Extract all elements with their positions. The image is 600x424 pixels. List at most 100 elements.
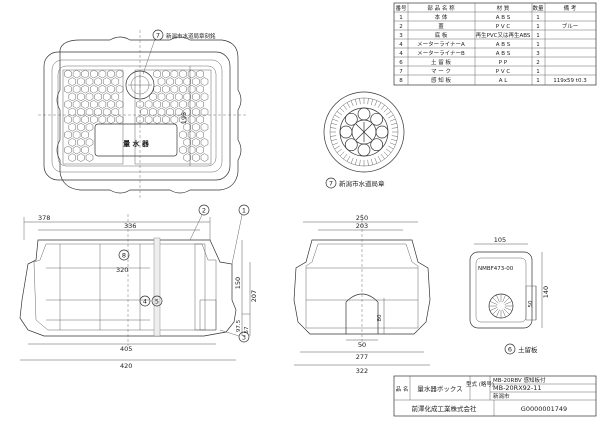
table-cell-no: 2 — [399, 24, 403, 30]
table-cell-name: 土 留 板 — [431, 58, 451, 66]
title-model-2: MB-20RX92-11 — [493, 384, 542, 392]
table-cell-no: 1 — [399, 15, 403, 21]
lid-text: 量 水 器 — [123, 139, 150, 148]
dim-140: 140 — [542, 286, 550, 298]
svg-text:5: 5 — [155, 298, 159, 306]
table-cell-no: 8 — [399, 78, 403, 84]
table-cell-qty: 1 — [536, 33, 540, 39]
dim-320: 320 — [116, 266, 128, 274]
title-model-3: 新潟市 — [493, 392, 510, 400]
table-cell-name: マ ー ク — [431, 68, 451, 75]
table-cell-no: 4 — [399, 42, 403, 48]
dim-105: 105 — [494, 236, 506, 244]
callout-7-mark — [325, 177, 337, 189]
table-cell-name: 底 板 — [435, 31, 448, 39]
side-view: 250 203 80 50 277 322 — [293, 214, 431, 375]
svg-text:7: 7 — [156, 32, 160, 40]
table-header-qty: 数量 — [532, 4, 544, 12]
table-cell-qty: 3 — [536, 51, 540, 57]
title-company: 前澤化成工業株式会社 — [412, 404, 478, 413]
dim-420: 420 — [120, 362, 132, 370]
table-cell-qty: 1 — [536, 42, 540, 48]
table-cell-qty: 2 — [536, 60, 540, 66]
table-cell-name: メーターライナーA — [417, 40, 465, 48]
dim-97-5: 97.5 — [236, 319, 242, 332]
table-cell-no: 7 — [399, 69, 403, 75]
title-drawing-no: G0000001749 — [521, 405, 567, 413]
table-cell-note: 119x59 t0.3 — [553, 78, 587, 84]
svg-text:8: 8 — [122, 252, 126, 260]
table-cell-material: A B S — [496, 15, 511, 21]
parts-table: 番号 部 品 名 称 材 質 数量 備 考 1 本 体 A B S 1 2 蓋 P V C 1… — [393, 2, 597, 86]
dim-plate-50: 50 — [528, 300, 534, 307]
callout-4 — [139, 295, 151, 307]
plate-label: NMBF473-00 — [478, 266, 514, 272]
table-cell-note: ブルー — [562, 22, 579, 30]
table-row: 1 本 体 A B S 1 — [399, 13, 540, 21]
dim-336: 336 — [124, 222, 136, 230]
svg-text:1: 1 — [242, 207, 246, 215]
lid-pattern — [62, 69, 212, 165]
dim-322: 322 — [356, 367, 368, 375]
table-cell-material: A L — [499, 78, 509, 84]
callout-1 — [238, 204, 250, 216]
svg-text:4: 4 — [143, 298, 147, 306]
title-model-label: 型式 (略号) — [466, 380, 494, 388]
table-row: 6 土 留 板 P P 2 — [399, 58, 540, 66]
table-row: 3 底 板 再生PVC又は再生ABS 1 — [399, 31, 540, 39]
top-view: 量 水 器 195 7 新潟市水道局章刻銘 — [38, 29, 246, 198]
svg-text:7: 7 — [329, 180, 333, 188]
title-model-1: MB-20RBV 感知板付 — [493, 376, 546, 384]
callout-6-label: 土留板 — [518, 345, 538, 354]
title-name-label: 品 名 — [396, 385, 409, 393]
table-header-note: 備 考 — [564, 4, 577, 12]
table-cell-material: P V C — [496, 24, 511, 30]
callout-7-mark-label: 新潟市水道局章 — [339, 179, 385, 188]
dim-378: 378 — [38, 214, 50, 222]
dim-150: 150 — [234, 277, 242, 289]
dim-top-195: 195 — [180, 112, 188, 124]
table-cell-qty: 1 — [536, 24, 540, 30]
svg-text:3: 3 — [242, 334, 246, 342]
table-cell-name: メーターライナーB — [417, 49, 465, 57]
dim-side-80: 80 — [377, 314, 383, 321]
table-cell-no: 6 — [399, 60, 403, 66]
table-cell-name: 本 体 — [435, 13, 448, 21]
callout-6 — [504, 343, 516, 355]
table-cell-material: 再生PVC又は再生ABS — [476, 31, 531, 39]
table-cell-qty: 1 — [536, 69, 540, 75]
title-block: 品 名 量水器ボックス 型式 (略号) MB-20RBV 感知板付 MB-20R… — [393, 375, 597, 417]
callout-7-top-label: 新潟市水道局章刻銘 — [166, 32, 216, 40]
table-cell-material: A B S — [496, 42, 511, 48]
callout-3 — [238, 331, 250, 343]
mark-detail: 7 新潟市水道局章 — [323, 91, 405, 189]
table-cell-qty: 1 — [536, 15, 540, 21]
callout-2 — [198, 204, 210, 216]
table-row: 4 メーターライナーA A B S 1 — [399, 40, 540, 48]
dim-277: 277 — [356, 353, 368, 361]
table-header-name: 部 品 名 称 — [427, 4, 455, 12]
table-cell-name: 感 知 板 — [431, 76, 451, 84]
table-header-no: 番号 — [395, 5, 407, 12]
callout-5 — [151, 295, 163, 307]
table-cell-material: P P — [499, 60, 508, 66]
dim-405: 405 — [120, 345, 132, 353]
dim-57: 57 — [244, 326, 250, 333]
front-view: 378 336 150 207 97.5 57 320 405 420 — [19, 204, 258, 370]
dim-250: 250 — [356, 214, 368, 222]
table-cell-name: 蓋 — [438, 22, 444, 30]
table-cell-material: P V C — [496, 69, 511, 75]
svg-text:2: 2 — [202, 207, 206, 215]
title-name-value: 量水器ボックス — [417, 384, 462, 393]
table-cell-material: A B S — [496, 51, 511, 57]
table-cell-no: 3 — [399, 33, 403, 39]
table-header-material: 材 質 — [497, 4, 510, 12]
table-row: 8 感 知 板 A L 1 119x59 t0.3 — [399, 76, 587, 84]
table-row: 2 蓋 P V C 1 ブルー — [399, 22, 578, 30]
dim-207: 207 — [250, 290, 258, 302]
svg-text:6: 6 — [508, 346, 512, 354]
dim-side-50: 50 — [358, 341, 366, 349]
table-cell-qty: 1 — [536, 78, 540, 84]
